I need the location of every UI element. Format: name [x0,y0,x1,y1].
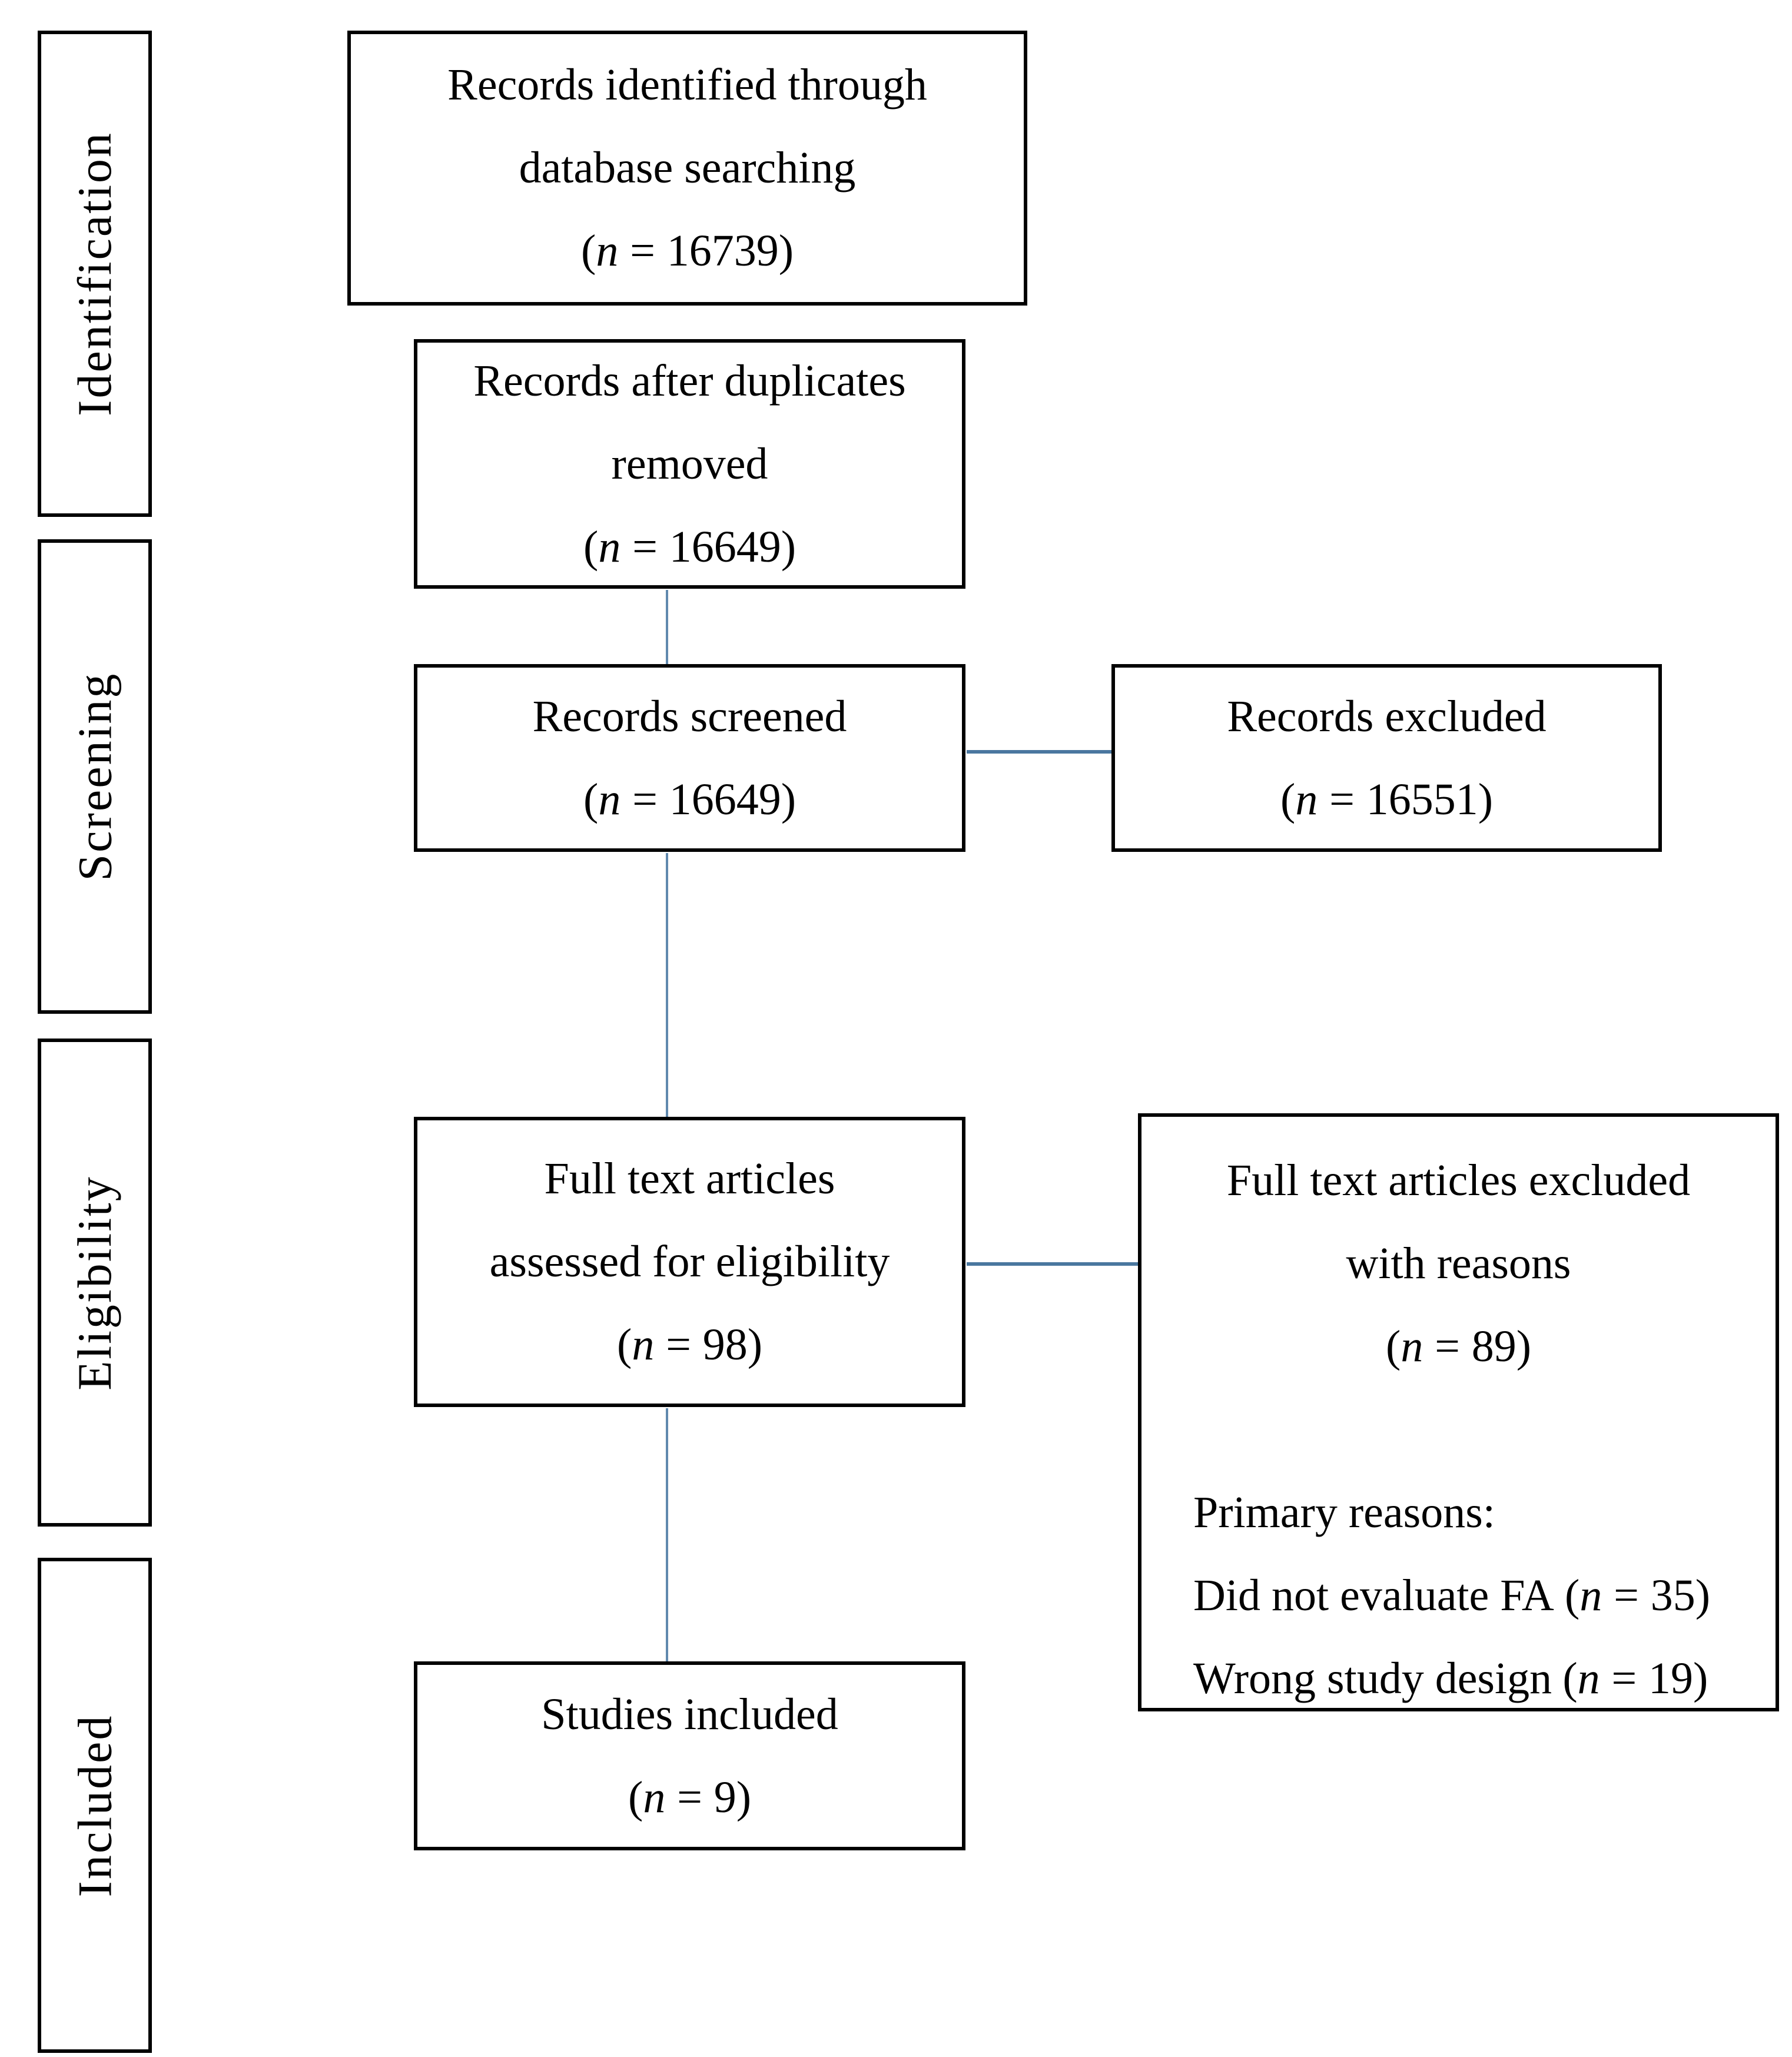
n-value: 35 [1650,1571,1695,1620]
box-records-identified: Records identified through database sear… [347,31,1027,306]
n-count: (n=9) [628,1772,751,1822]
stage-box-included: Included [38,1558,152,2053]
box-text-line: Records after duplicates [473,356,906,406]
n-count: (n=98) [617,1320,762,1369]
box-text-line: Studies included [541,1689,838,1739]
stage-box-eligibility: Eligibility [38,1039,152,1527]
n-variable: n [598,774,621,824]
n-count: (n=16739) [581,226,794,276]
box-fulltext-assessed: Full text articles assessed for eligibil… [414,1117,965,1407]
box-text-line: Records excluded [1227,691,1547,741]
connector-screened-to-excluded [967,750,1113,754]
box-records-screened: Records screened (n=16649) [414,664,965,852]
n-count: (n=89) [1386,1322,1531,1371]
stage-box-screening: Screening [38,539,152,1014]
n-count: (n=35) [1565,1571,1711,1620]
box-text-line: Records identified through [447,60,927,110]
n-count: (n=16649) [583,774,796,824]
stage-label-identification: Identification [68,131,121,416]
n-value: 89 [1471,1322,1516,1371]
box-text-line: Full text articles excluded [1226,1156,1691,1205]
n-variable: n [598,522,621,572]
n-value: 16739 [666,226,779,276]
connector-screened-to-fulltext [666,853,668,1118]
box-text-line: with reasons [1346,1239,1571,1288]
box-duplicates-removed: Records after duplicates removed (n=1664… [414,339,965,589]
n-value: 16649 [669,522,781,572]
connector-fulltext-to-fulltext-excluded [967,1262,1139,1266]
connector-fulltext-to-included [666,1408,668,1663]
n-count: (n=19) [1562,1654,1708,1703]
n-value: 9 [714,1772,736,1822]
n-value: 16551 [1366,774,1478,824]
box-text-line: assessed for eligibility [489,1237,890,1286]
box-text-line: Records screened [532,691,847,741]
stage-label-eligibility: Eligibility [68,1175,122,1391]
exclusion-reasons: Primary reasons: Did not evaluate FA(n=3… [1141,1471,1776,1720]
n-value: 16649 [669,774,781,824]
reason-item: Did not evaluate FA(n=35) [1193,1571,1711,1620]
n-variable: n [632,1320,655,1369]
n-count: (n=16551) [1280,774,1493,824]
box-text-line: database searching [519,143,856,193]
reasons-heading: Primary reasons: [1193,1488,1495,1537]
reason-item: Wrong study design(n=19) [1193,1654,1708,1703]
n-variable: n [1401,1322,1423,1371]
n-variable: n [643,1772,666,1822]
n-value: 19 [1648,1654,1694,1703]
n-variable: n [596,226,619,276]
n-count: (n=16649) [583,522,796,572]
n-variable: n [1579,1571,1602,1620]
stage-box-identification: Identification [38,31,152,517]
stage-label-screening: Screening [68,672,122,881]
box-text-line: Full text articles [544,1154,835,1203]
connector-dedup-to-screened [666,590,668,665]
box-studies-included: Studies included (n=9) [414,1661,965,1850]
n-variable: n [1295,774,1318,824]
box-text-line: removed [611,439,768,489]
box-fulltext-excluded: Full text articles excluded with reasons… [1138,1113,1779,1711]
stage-label-included: Included [68,1714,122,1897]
n-value: 98 [702,1320,748,1369]
n-variable: n [1577,1654,1600,1703]
box-records-excluded: Records excluded (n=16551) [1111,664,1662,852]
